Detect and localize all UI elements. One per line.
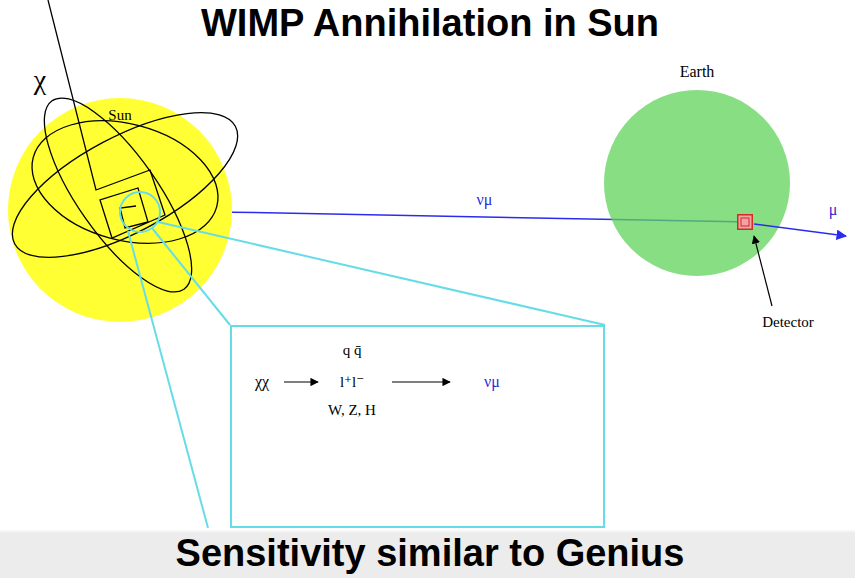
earth-disc: EarthDetector <box>604 90 790 276</box>
reaction-term: l⁺l⁻ <box>338 374 366 391</box>
box-outline <box>231 326 604 527</box>
core-zoom-circle <box>120 192 160 232</box>
particle-symbol: μ <box>827 201 840 219</box>
particle-symbol: χ <box>32 64 48 96</box>
reaction-arrow <box>284 381 318 382</box>
orbit <box>18 101 232 262</box>
node-label: Earth <box>678 63 717 81</box>
zoom-leader <box>158 222 605 325</box>
earth-disc-outline <box>604 90 790 276</box>
wimp-orbits <box>0 78 258 312</box>
earth-disc <box>604 90 790 276</box>
wimp-trajectory <box>48 0 165 238</box>
bottom-band <box>0 530 855 578</box>
text-anchor: Sensitivity similar to Genius <box>176 532 685 576</box>
reaction-arrow <box>392 381 450 382</box>
text-anchor: χ <box>32 64 48 96</box>
detector-inner <box>741 218 749 226</box>
muon-track <box>754 224 846 236</box>
detector-box-outline <box>737 214 753 230</box>
band-edge <box>0 530 855 532</box>
text-anchor: Earth <box>678 63 717 81</box>
edge-label: νμ <box>475 191 495 209</box>
reaction-box: χχ q q̄ l⁺l⁻ W, Z, H νμ <box>230 325 605 528</box>
sun-disc <box>8 98 232 322</box>
text-anchor: q q̄ <box>341 341 364 359</box>
text-anchor: WIMP Annihilation in Sun <box>201 2 659 46</box>
text-anchor: W, Z, H <box>326 401 378 419</box>
reaction-box-outline <box>230 325 605 528</box>
text-anchor: νμ <box>475 191 495 209</box>
reaction-term: νμ <box>482 373 502 391</box>
slide-caption: Sensitivity similar to Genius <box>176 532 685 576</box>
orbit <box>19 78 216 312</box>
text-anchor: νμ <box>482 373 502 391</box>
node-label: Detector <box>760 314 816 331</box>
zoom-leaders <box>128 222 605 528</box>
detector-leader <box>754 236 772 306</box>
orbit <box>0 84 258 286</box>
text-anchor: l⁺l⁻ <box>338 373 366 391</box>
detector-square <box>738 215 753 230</box>
text-anchor: μ <box>827 201 840 219</box>
reaction-term: q q̄ <box>341 342 364 359</box>
reaction-term: χχ <box>253 373 271 391</box>
reaction-term: W, Z, H <box>326 402 378 419</box>
slide-title: WIMP Annihilation in Sun <box>201 2 659 46</box>
zoom-leader <box>128 231 208 528</box>
detector-box: Detector <box>737 214 753 230</box>
zoom-leader <box>152 228 230 325</box>
text-anchor: Detector <box>760 313 816 331</box>
text-anchor: χχ <box>253 373 271 391</box>
